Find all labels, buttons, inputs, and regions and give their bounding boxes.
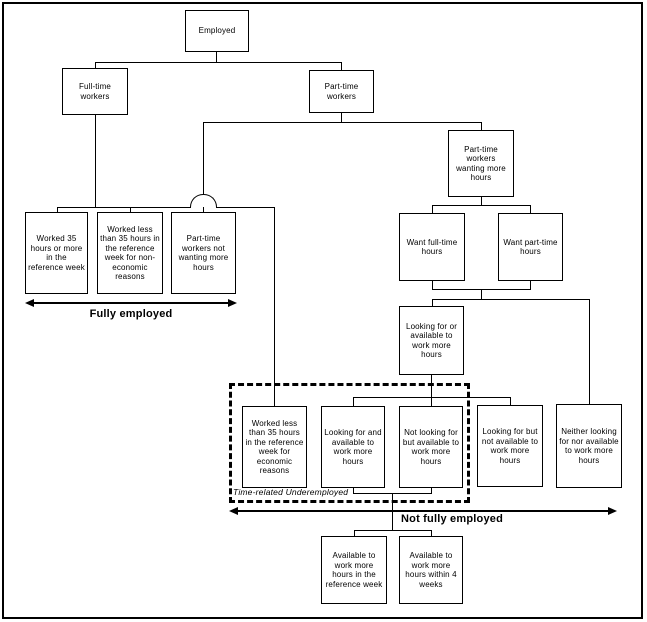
node-neither-looking-nor-available: Neither looking for nor available to wor… [556, 404, 622, 488]
node-looking-or-available-label: Looking for or available to work more ho… [405, 321, 458, 360]
node-worked-35-or-more-label: Worked 35 hours or more in the reference… [28, 234, 85, 272]
node-want-part-time: Want part-time hours [498, 213, 563, 281]
node-employed: Employed [185, 10, 249, 52]
node-looking-and-available: Looking for and available to work more h… [321, 406, 385, 488]
arrowhead-right-icon [608, 507, 617, 515]
node-pt-wanting-more: Part-time workers wanting more hours [448, 130, 514, 197]
node-part-time-workers-label: Part-time workers [324, 82, 359, 101]
node-available-4-weeks-label: Available to work more hours within 4 we… [405, 551, 457, 589]
time-related-underemployed-label: Time-related Underemployed [233, 487, 349, 497]
node-looking-and-available-label: Looking for and available to work more h… [324, 428, 382, 466]
connector [353, 397, 511, 398]
node-worked-less-35-non-economic: Worked less than 35 hours in the referen… [97, 212, 163, 294]
connector [341, 113, 342, 123]
connector [431, 375, 432, 398]
fully-employed-arrow [25, 299, 237, 308]
node-available-4-weeks: Available to work more hours within 4 we… [399, 536, 463, 604]
node-worked-less-35-economic: Worked less than 35 hours in the referen… [242, 406, 307, 488]
connector [130, 207, 131, 213]
node-pt-wanting-more-label: Part-time workers wanting more hours [456, 144, 506, 183]
connector [216, 207, 275, 208]
arrowhead-right-icon [228, 299, 237, 307]
node-part-time-workers: Part-time workers [309, 70, 374, 113]
connector [95, 62, 96, 69]
arrow-shaft [234, 510, 612, 512]
connector [341, 62, 342, 71]
time-related-underemployed-group [229, 383, 470, 503]
connector [530, 280, 531, 290]
node-looking-or-available: Looking for or available to work more ho… [399, 306, 464, 375]
connector [510, 397, 511, 406]
node-employed-label: Employed [198, 26, 236, 36]
connector [203, 122, 204, 194]
connector [432, 205, 433, 214]
not-fully-employed-label: Not fully employed [401, 513, 503, 525]
connector [95, 62, 342, 63]
connector [431, 530, 432, 537]
connector [353, 397, 354, 407]
node-not-looking-but-available-label: Not looking for but available to work mo… [402, 428, 460, 466]
node-worked-less-35-non-economic-label: Worked less than 35 hours in the referen… [100, 224, 160, 282]
not-fully-employed-arrow [229, 507, 617, 516]
connector [95, 115, 96, 208]
connector [353, 493, 432, 494]
connector [481, 197, 482, 206]
node-full-time-workers: Full-time workers [62, 68, 128, 115]
connector [274, 207, 275, 407]
connector [354, 530, 355, 537]
connector [431, 397, 432, 407]
connector [392, 493, 393, 531]
connector [57, 207, 191, 208]
node-pt-not-wanting-more: Part-time workers not wanting more hours [171, 212, 236, 294]
connector [353, 488, 354, 494]
connector [432, 280, 433, 290]
node-looking-but-not-available: Looking for but not available to work mo… [477, 405, 543, 487]
connector [216, 52, 217, 62]
node-not-looking-but-available: Not looking for but available to work mo… [399, 406, 463, 488]
connector [481, 289, 482, 300]
connector [354, 530, 432, 531]
connector [432, 299, 433, 307]
node-want-part-time-label: Want part-time hours [503, 237, 558, 257]
connector [530, 205, 531, 214]
node-neither-looking-nor-available-label: Neither looking for nor available to wor… [559, 427, 619, 465]
connector [203, 206, 204, 213]
node-worked-35-or-more: Worked 35 hours or more in the reference… [25, 212, 88, 294]
arrowhead-left-icon [25, 299, 34, 307]
node-looking-but-not-available-label: Looking for but not available to work mo… [481, 427, 539, 465]
connector [432, 289, 531, 290]
connector [481, 122, 482, 131]
arrowhead-left-icon [229, 507, 238, 515]
node-full-time-workers-label: Full-time workers [78, 82, 112, 101]
node-want-full-time: Want full-time hours [399, 213, 465, 281]
connector [432, 205, 531, 206]
connector [431, 488, 432, 494]
node-want-full-time-label: Want full-time hours [406, 237, 458, 257]
node-pt-not-wanting-more-label: Part-time workers not wanting more hours [178, 234, 229, 272]
node-available-reference-week-label: Available to work more hours in the refe… [325, 551, 383, 589]
node-available-reference-week: Available to work more hours in the refe… [321, 536, 387, 604]
connector [589, 299, 590, 405]
connector [203, 122, 482, 123]
connector [57, 207, 58, 213]
arrow-shaft [30, 302, 232, 304]
node-worked-less-35-economic-label: Worked less than 35 hours in the referen… [245, 418, 304, 476]
connector [432, 299, 590, 300]
fully-employed-label: Fully employed [89, 308, 173, 320]
